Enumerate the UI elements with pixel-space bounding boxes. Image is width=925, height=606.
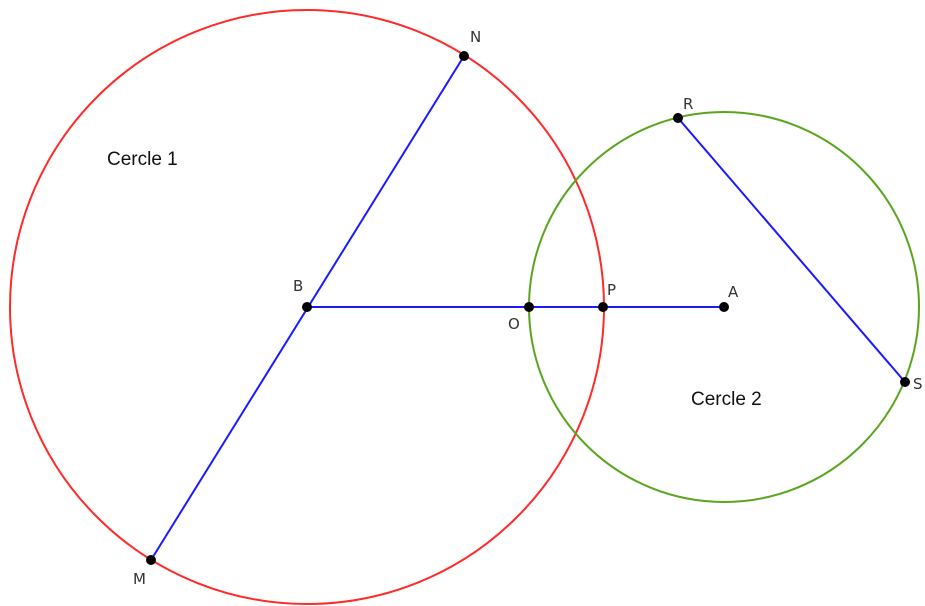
point-n	[459, 51, 469, 61]
label-s: S	[913, 375, 923, 393]
label-o: O	[508, 315, 520, 333]
point-o	[524, 302, 534, 312]
point-b	[302, 302, 312, 312]
label-r: R	[683, 95, 693, 113]
circle-2-label: Cercle 2	[691, 389, 762, 410]
point-p	[598, 302, 608, 312]
point-a	[719, 302, 729, 312]
circle-1-label: Cercle 1	[107, 149, 178, 170]
label-b: B	[293, 277, 303, 295]
label-m: M	[133, 570, 146, 588]
point-m	[146, 555, 156, 565]
label-a: A	[728, 283, 739, 301]
point-s	[900, 377, 910, 387]
label-n: N	[470, 28, 481, 46]
label-p: P	[607, 281, 616, 299]
segment-rs	[677, 117, 906, 383]
point-r	[673, 113, 683, 123]
